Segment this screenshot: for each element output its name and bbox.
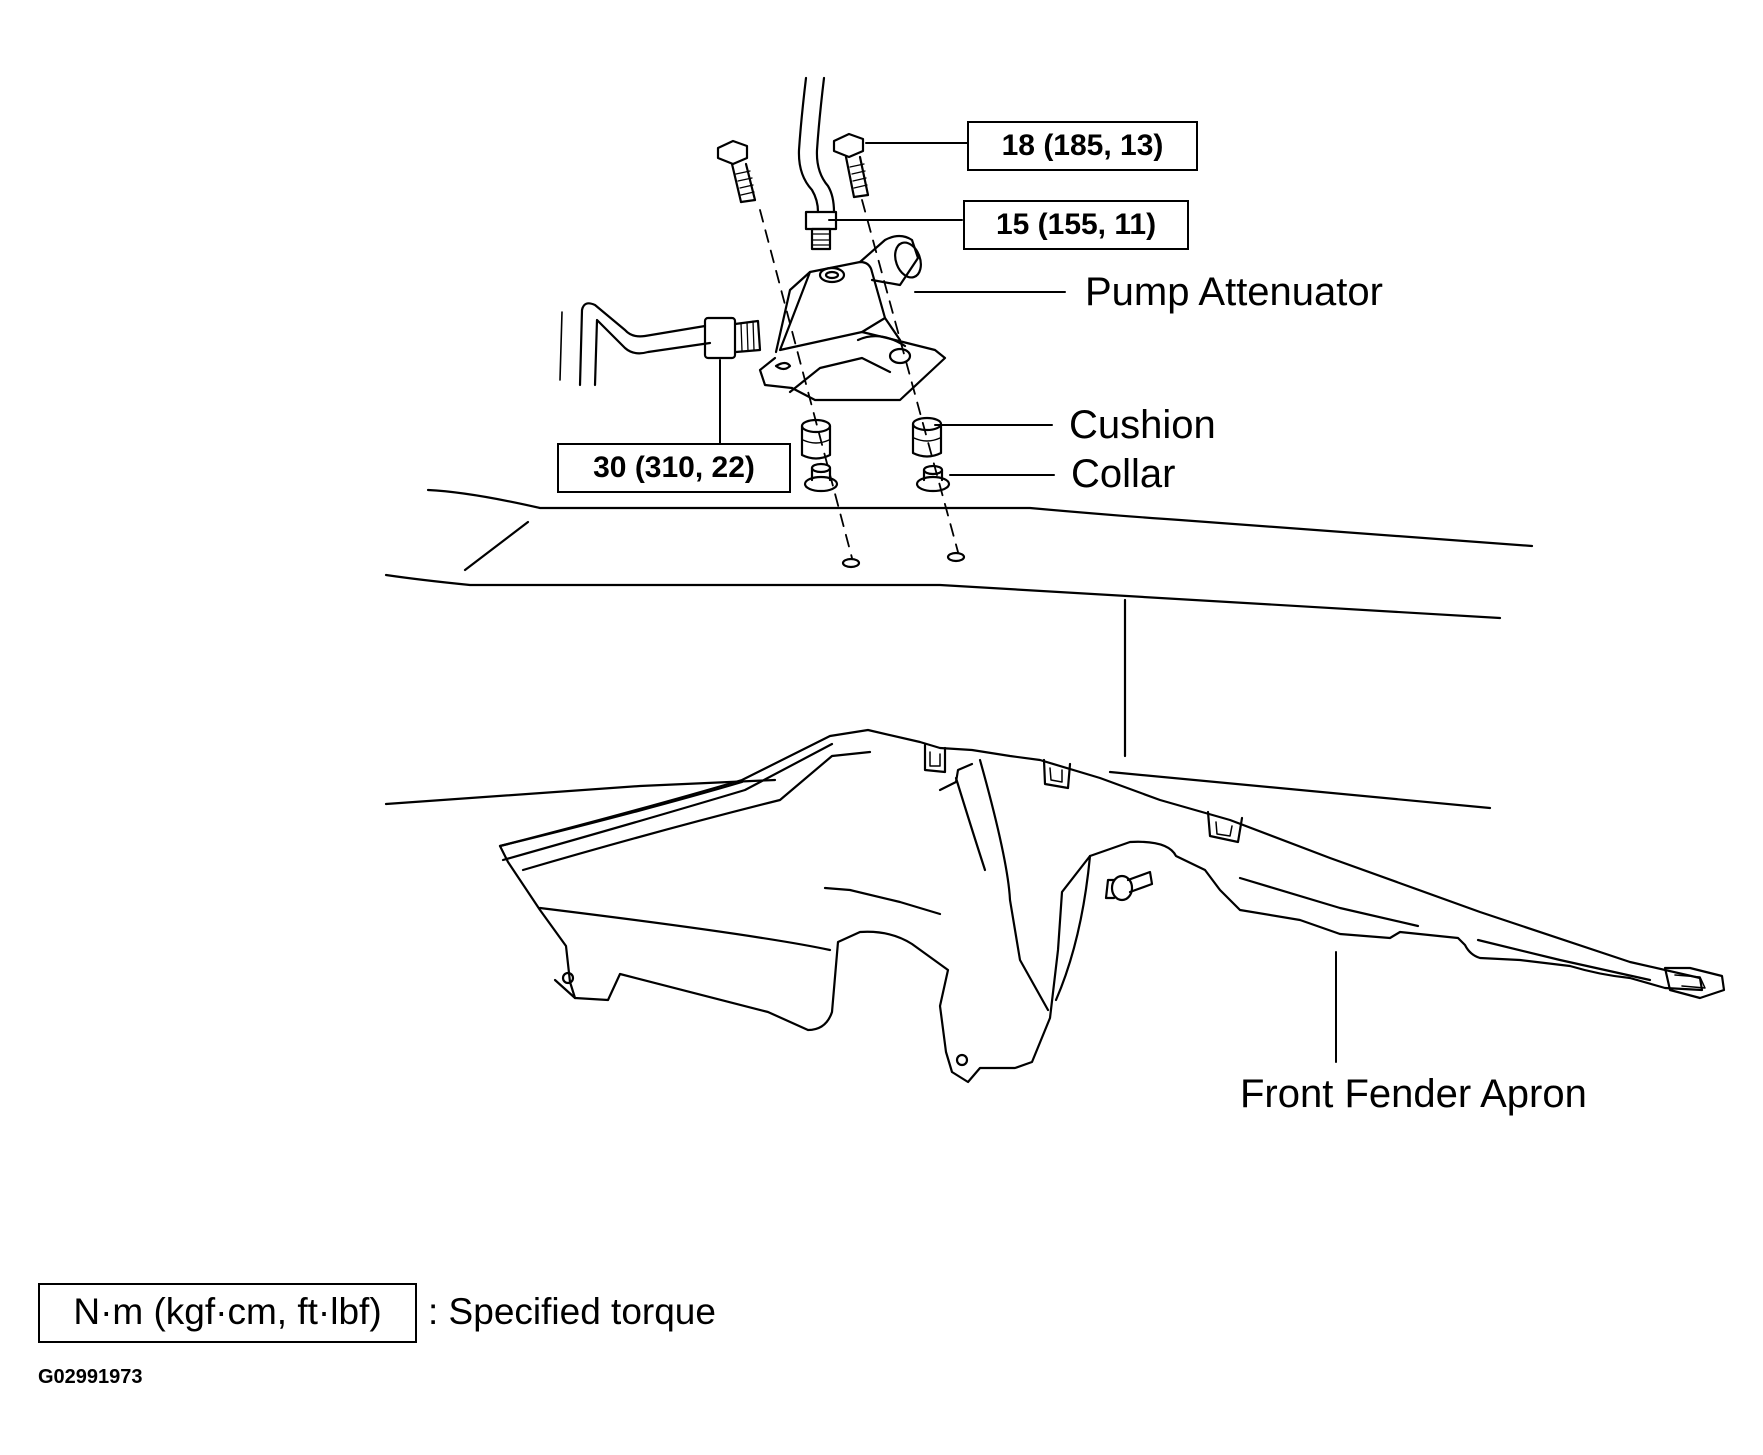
legend-unit-box: N·m (kgf·cm, ft·lbf) xyxy=(38,1283,417,1343)
leader-lines xyxy=(719,142,1337,1063)
cushion-left xyxy=(800,418,832,460)
pump-attenuator-drawing xyxy=(758,234,947,402)
pressure-hose-top xyxy=(797,76,838,251)
pressure-hose-side xyxy=(559,302,762,387)
fender-apron-drawing xyxy=(498,728,1726,1084)
right-bolt xyxy=(832,132,870,199)
figure-id: G02991973 xyxy=(38,1366,143,1388)
body-panel-lines xyxy=(384,488,1534,810)
left-bolt xyxy=(716,139,757,204)
torque-spec-pipe-union-top: 15 (155, 11) xyxy=(963,200,1189,250)
cushion-right xyxy=(911,416,943,458)
torque-spec-pipe-union-side: 30 (310, 22) xyxy=(557,443,791,493)
label-front-fender-apron: Front Fender Apron xyxy=(1240,1072,1587,1116)
alignment-guides xyxy=(759,199,959,559)
collar-right xyxy=(915,464,951,493)
label-pump-attenuator: Pump Attenuator xyxy=(1085,270,1383,314)
torque-spec-top-bolt: 18 (185, 13) xyxy=(967,121,1198,171)
legend-description: : Specified torque xyxy=(428,1291,716,1332)
collar-left xyxy=(803,462,839,493)
label-collar: Collar xyxy=(1071,452,1176,496)
apron-clip xyxy=(1104,870,1154,902)
label-cushion: Cushion xyxy=(1069,403,1216,447)
